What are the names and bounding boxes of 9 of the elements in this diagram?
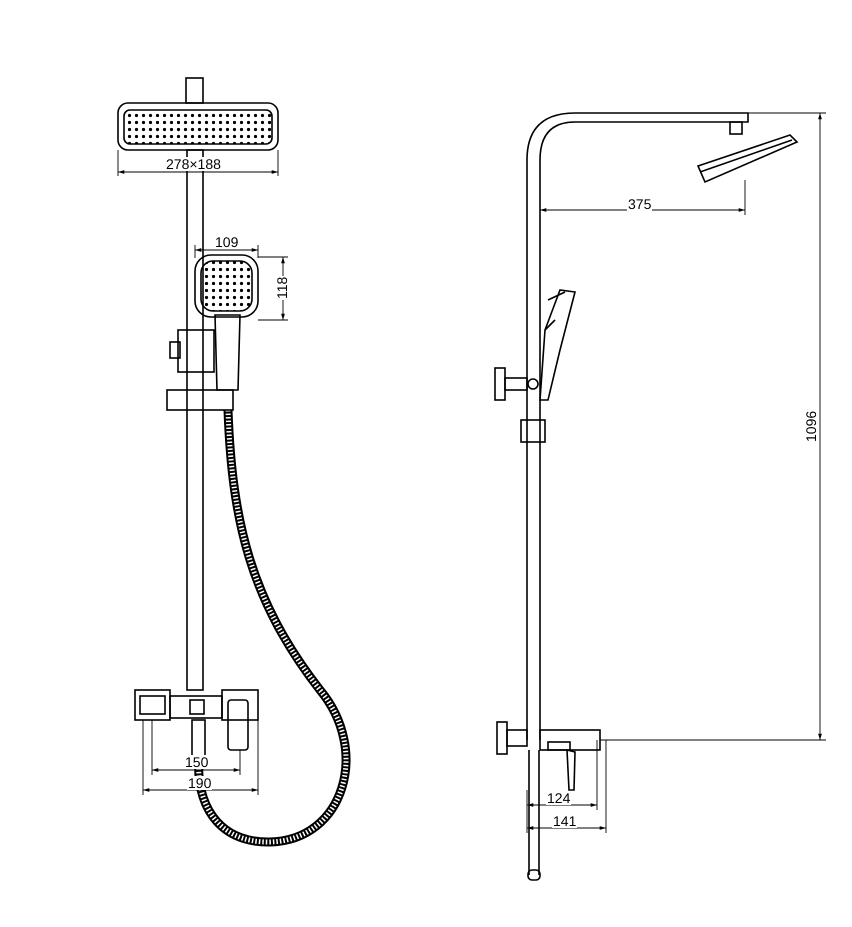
- dimension-label: 278×188: [165, 157, 222, 171]
- dimension-label: 375: [627, 197, 652, 211]
- dimension-label: 190: [187, 776, 212, 790]
- dimension-label: 1096: [804, 409, 818, 442]
- dimension-label: 124: [546, 791, 572, 805]
- dimension-label: 118: [275, 276, 289, 300]
- dimension-label: 141: [552, 814, 578, 828]
- dimension-label: 109: [214, 235, 240, 249]
- dimension-label: 150: [184, 755, 210, 769]
